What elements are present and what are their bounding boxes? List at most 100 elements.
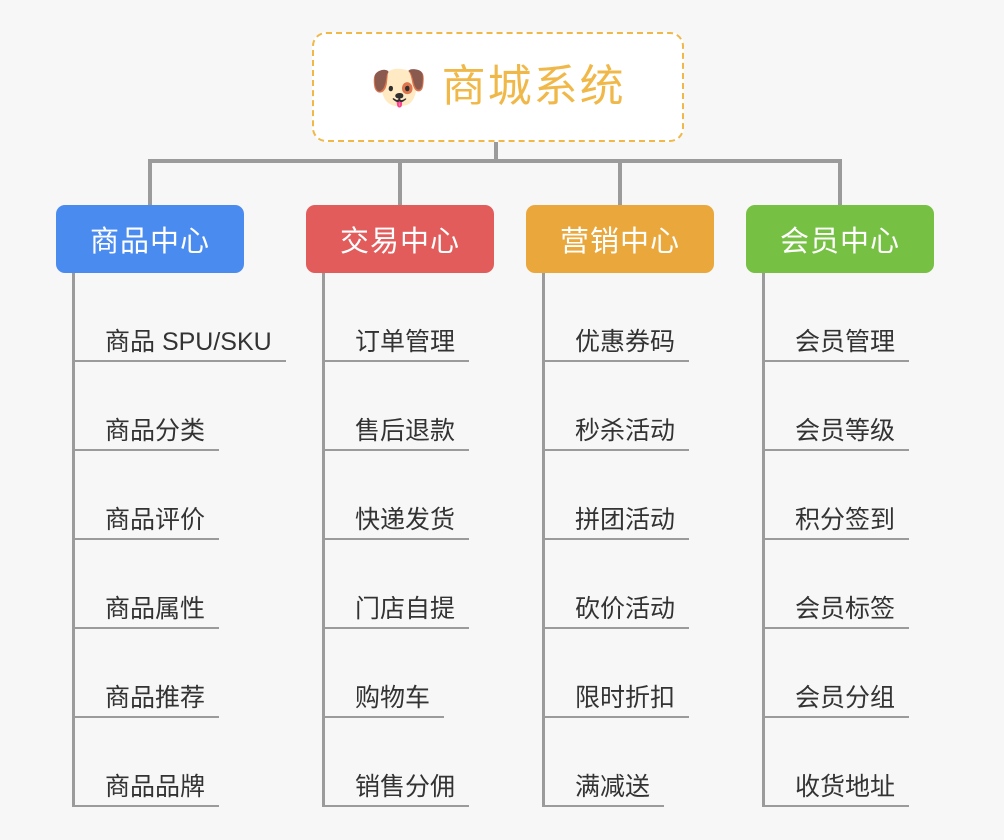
list-item[interactable]: 秒杀活动 [542, 362, 714, 451]
category-header-label: 会员中心 [779, 226, 900, 258]
leaf-list-trade-center: 订单管理 售后退款 快递发货 门店自提 购物车 销售分佣 [322, 273, 494, 807]
leaf-underline [72, 805, 219, 807]
leaf-label: 会员标签 [795, 595, 896, 624]
category-header-label: 交易中心 [339, 226, 460, 258]
list-item[interactable]: 会员等级 [762, 362, 934, 451]
leaf-label: 会员等级 [795, 417, 896, 446]
leaf-underline [762, 360, 909, 362]
list-item[interactable]: 积分签到 [762, 451, 934, 540]
category-header-product-center[interactable]: 商品中心 [56, 205, 244, 273]
leaf-underline [542, 360, 689, 362]
leaf-underline [542, 805, 664, 807]
list-item[interactable]: 限时折扣 [542, 629, 714, 718]
category-header-member-center[interactable]: 会员中心 [746, 205, 934, 273]
list-item[interactable]: 商品品牌 [72, 718, 244, 807]
leaf-label: 秒杀活动 [575, 417, 676, 446]
list-item[interactable]: 快递发货 [322, 451, 494, 540]
leaf-label: 商品品牌 [105, 773, 206, 802]
connector-trunk-product-center [72, 273, 75, 807]
connector-root-stem [494, 142, 498, 162]
leaf-underline [542, 716, 689, 718]
list-item[interactable]: 商品属性 [72, 540, 244, 629]
leaf-label: 满减送 [575, 773, 651, 802]
leaf-label: 订单管理 [355, 328, 456, 357]
leaf-label: 会员分组 [795, 684, 896, 713]
leaf-underline [762, 538, 909, 540]
list-item[interactable]: 砍价活动 [542, 540, 714, 629]
connector-to-member-center [838, 159, 842, 206]
leaf-underline [322, 805, 469, 807]
connector-trunk-member-center [762, 273, 765, 807]
leaf-label: 拼团活动 [575, 506, 676, 535]
leaf-underline [762, 627, 909, 629]
branch-trade-center: 交易中心 订单管理 售后退款 快递发货 门店自提 购物车 [306, 205, 494, 807]
list-item[interactable]: 收货地址 [762, 718, 934, 807]
leaf-label: 收货地址 [795, 773, 896, 802]
list-item[interactable]: 商品评价 [72, 451, 244, 540]
leaf-list-marketing-center: 优惠券码 秒杀活动 拼团活动 砍价活动 限时折扣 满减送 [542, 273, 714, 807]
category-header-label: 商品中心 [89, 226, 210, 258]
list-item[interactable]: 优惠券码 [542, 273, 714, 362]
connector-to-marketing-center [618, 159, 622, 206]
leaf-label: 积分签到 [795, 506, 896, 535]
connector-bus-bar [148, 159, 840, 163]
leaf-label: 商品分类 [105, 417, 206, 446]
leaf-underline [762, 716, 909, 718]
list-item[interactable]: 商品推荐 [72, 629, 244, 718]
list-item[interactable]: 销售分佣 [322, 718, 494, 807]
leaf-underline [72, 449, 219, 451]
category-header-marketing-center[interactable]: 营销中心 [526, 205, 714, 273]
root-title: 商城系统 [441, 61, 626, 111]
connector-to-trade-center [398, 159, 402, 206]
list-item[interactable]: 购物车 [322, 629, 494, 718]
connector-trunk-marketing-center [542, 273, 545, 807]
branch-member-center: 会员中心 会员管理 会员等级 积分签到 会员标签 会员分组 [746, 205, 934, 807]
leaf-label: 限时折扣 [575, 684, 676, 713]
list-item[interactable]: 会员管理 [762, 273, 934, 362]
leaf-label: 商品属性 [105, 595, 206, 624]
connector-trunk-trade-center [322, 273, 325, 807]
leaf-list-member-center: 会员管理 会员等级 积分签到 会员标签 会员分组 收货地址 [762, 273, 934, 807]
leaf-underline [762, 449, 909, 451]
leaf-label: 销售分佣 [355, 773, 456, 802]
leaf-underline [322, 716, 444, 718]
leaf-underline [322, 360, 469, 362]
branch-marketing-center: 营销中心 优惠券码 秒杀活动 拼团活动 砍价活动 限时折扣 [526, 205, 714, 807]
leaf-label: 商品 SPU/SKU [105, 328, 272, 357]
leaf-underline [542, 627, 689, 629]
list-item[interactable]: 会员分组 [762, 629, 934, 718]
category-header-label: 营销中心 [559, 226, 680, 258]
leaf-underline [72, 716, 219, 718]
leaf-underline [762, 805, 909, 807]
leaf-label: 砍价活动 [575, 595, 676, 624]
leaf-label: 快递发货 [355, 506, 456, 535]
list-item[interactable]: 拼团活动 [542, 451, 714, 540]
leaf-underline [72, 627, 219, 629]
leaf-label: 商品推荐 [105, 684, 206, 713]
list-item[interactable]: 商品 SPU/SKU [72, 273, 286, 362]
leaf-label: 优惠券码 [575, 328, 676, 357]
leaf-underline [542, 449, 689, 451]
leaf-label: 门店自提 [355, 595, 456, 624]
leaf-label: 购物车 [355, 684, 431, 713]
list-item[interactable]: 门店自提 [322, 540, 494, 629]
connector-to-product-center [148, 159, 152, 206]
list-item[interactable]: 会员标签 [762, 540, 934, 629]
list-item[interactable]: 售后退款 [322, 362, 494, 451]
shiba-dog-icon: 🐶 [370, 61, 428, 113]
list-item[interactable]: 订单管理 [322, 273, 494, 362]
branch-product-center: 商品中心 商品 SPU/SKU 商品分类 商品评价 商品属性 商品推荐 [56, 205, 286, 807]
leaf-underline [322, 449, 469, 451]
list-item[interactable]: 商品分类 [72, 362, 244, 451]
category-header-trade-center[interactable]: 交易中心 [306, 205, 494, 273]
root-node[interactable]: 🐶 商城系统 [312, 32, 684, 142]
leaf-underline [542, 538, 689, 540]
leaf-underline [322, 538, 469, 540]
leaf-label: 会员管理 [795, 328, 896, 357]
list-item[interactable]: 满减送 [542, 718, 714, 807]
leaf-underline [72, 538, 219, 540]
leaf-label: 售后退款 [355, 417, 456, 446]
leaf-underline [322, 627, 469, 629]
leaf-label: 商品评价 [105, 506, 206, 535]
